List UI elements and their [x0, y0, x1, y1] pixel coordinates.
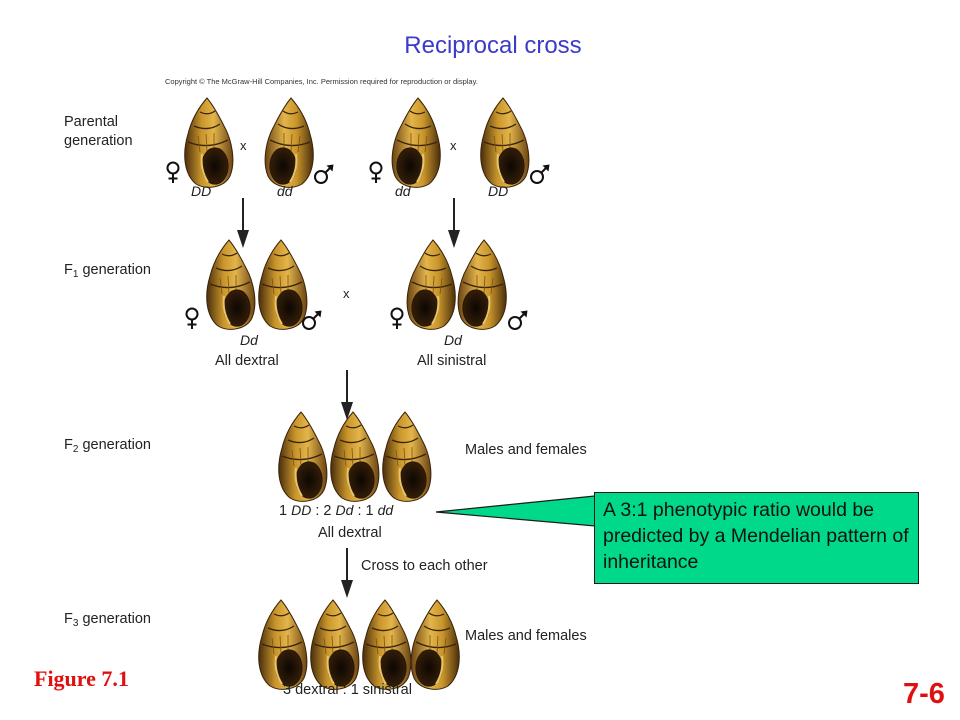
f2-rest: generation — [78, 437, 151, 453]
down-arrow-icon — [341, 548, 353, 598]
down-arrow-icon — [448, 198, 460, 248]
ratio-text: : 1 — [353, 503, 378, 519]
snail-shell-dextral-icon — [474, 96, 532, 188]
genotype-label: dd — [277, 183, 293, 199]
snail-shell-dextral-icon — [356, 598, 414, 690]
snail-shell-sinistral-icon — [408, 598, 466, 690]
f2-generation-label: F2 generation — [64, 436, 151, 459]
genotype-label: DD — [191, 183, 212, 199]
male-symbol-icon — [506, 308, 530, 332]
parental-generation-label: Parental generation — [64, 113, 133, 151]
male-symbol-icon — [528, 162, 552, 186]
genotype-label: Dd — [444, 332, 462, 348]
cross-symbol: x — [450, 138, 457, 153]
phenotype-label: All dextral — [215, 353, 279, 369]
f2-letter: F — [64, 437, 73, 453]
f3-phenotype-ratio: 3 dextral : 1 sinistral — [283, 682, 412, 698]
snail-shell-dextral-icon — [376, 410, 434, 502]
snail-shell-dextral-icon — [324, 410, 382, 502]
snail-shell-dextral-icon — [178, 96, 236, 188]
male-symbol-icon — [312, 162, 336, 186]
phenotype-label: All sinistral — [417, 353, 487, 369]
cross-note: Cross to each other — [361, 558, 488, 574]
female-symbol-icon — [180, 306, 204, 330]
snail-shell-dextral-icon — [272, 410, 330, 502]
female-symbol-icon — [161, 160, 185, 184]
female-symbol-icon — [364, 160, 388, 184]
ratio-text: : 2 — [311, 503, 336, 519]
f2-genotype-ratio: 1 DD : 2 Dd : 1 dd — [279, 502, 393, 519]
f3-letter: F — [64, 611, 73, 627]
f1-letter: F — [64, 262, 73, 278]
down-arrow-icon — [237, 198, 249, 248]
page-number: 7-6 — [903, 678, 945, 710]
copyright-notice: Copyright © The McGraw-Hill Companies, I… — [165, 77, 478, 86]
sex-label: Males and females — [465, 442, 587, 458]
female-symbol-icon — [385, 306, 409, 330]
f3-generation-label: F3 generation — [64, 610, 151, 633]
snail-shell-dextral-icon — [200, 238, 258, 330]
f1-generation-label: F1 generation — [64, 261, 151, 284]
snail-shell-dextral-icon — [304, 598, 362, 690]
ratio-genotype: Dd — [335, 502, 354, 518]
down-arrow-icon — [341, 370, 353, 420]
cross-symbol: x — [343, 286, 350, 301]
figure-label: Figure 7.1 — [34, 666, 129, 691]
genotype-label: DD — [488, 183, 509, 199]
male-symbol-icon — [300, 308, 324, 332]
snail-shell-sinistral-icon — [404, 238, 462, 330]
f3-subscript: 3 — [72, 618, 79, 629]
parental-label-line2: generation — [64, 133, 133, 149]
cross-symbol: x — [240, 138, 247, 153]
callout-box: A 3:1 phenotypic ratio would be predicte… — [594, 492, 919, 584]
f1-rest: generation — [78, 262, 151, 278]
snail-shell-sinistral-icon — [389, 96, 447, 188]
genotype-label: Dd — [240, 332, 258, 348]
sex-label: Males and females — [465, 628, 587, 644]
snail-shell-dextral-icon — [252, 598, 310, 690]
f1-subscript: 1 — [72, 269, 79, 280]
ratio-genotype: DD — [291, 502, 312, 518]
callout-pointer — [435, 495, 596, 527]
parental-label-line1: Parental — [64, 114, 119, 130]
ratio-genotype: dd — [377, 502, 394, 518]
f2-subscript: 2 — [72, 444, 79, 455]
f3-rest: generation — [78, 611, 151, 627]
snail-shell-sinistral-icon — [455, 238, 513, 330]
genotype-label: dd — [395, 183, 411, 199]
ratio-text: 1 — [279, 503, 292, 519]
phenotype-label: All dextral — [318, 525, 382, 541]
page-title: Reciprocal cross — [404, 32, 582, 59]
